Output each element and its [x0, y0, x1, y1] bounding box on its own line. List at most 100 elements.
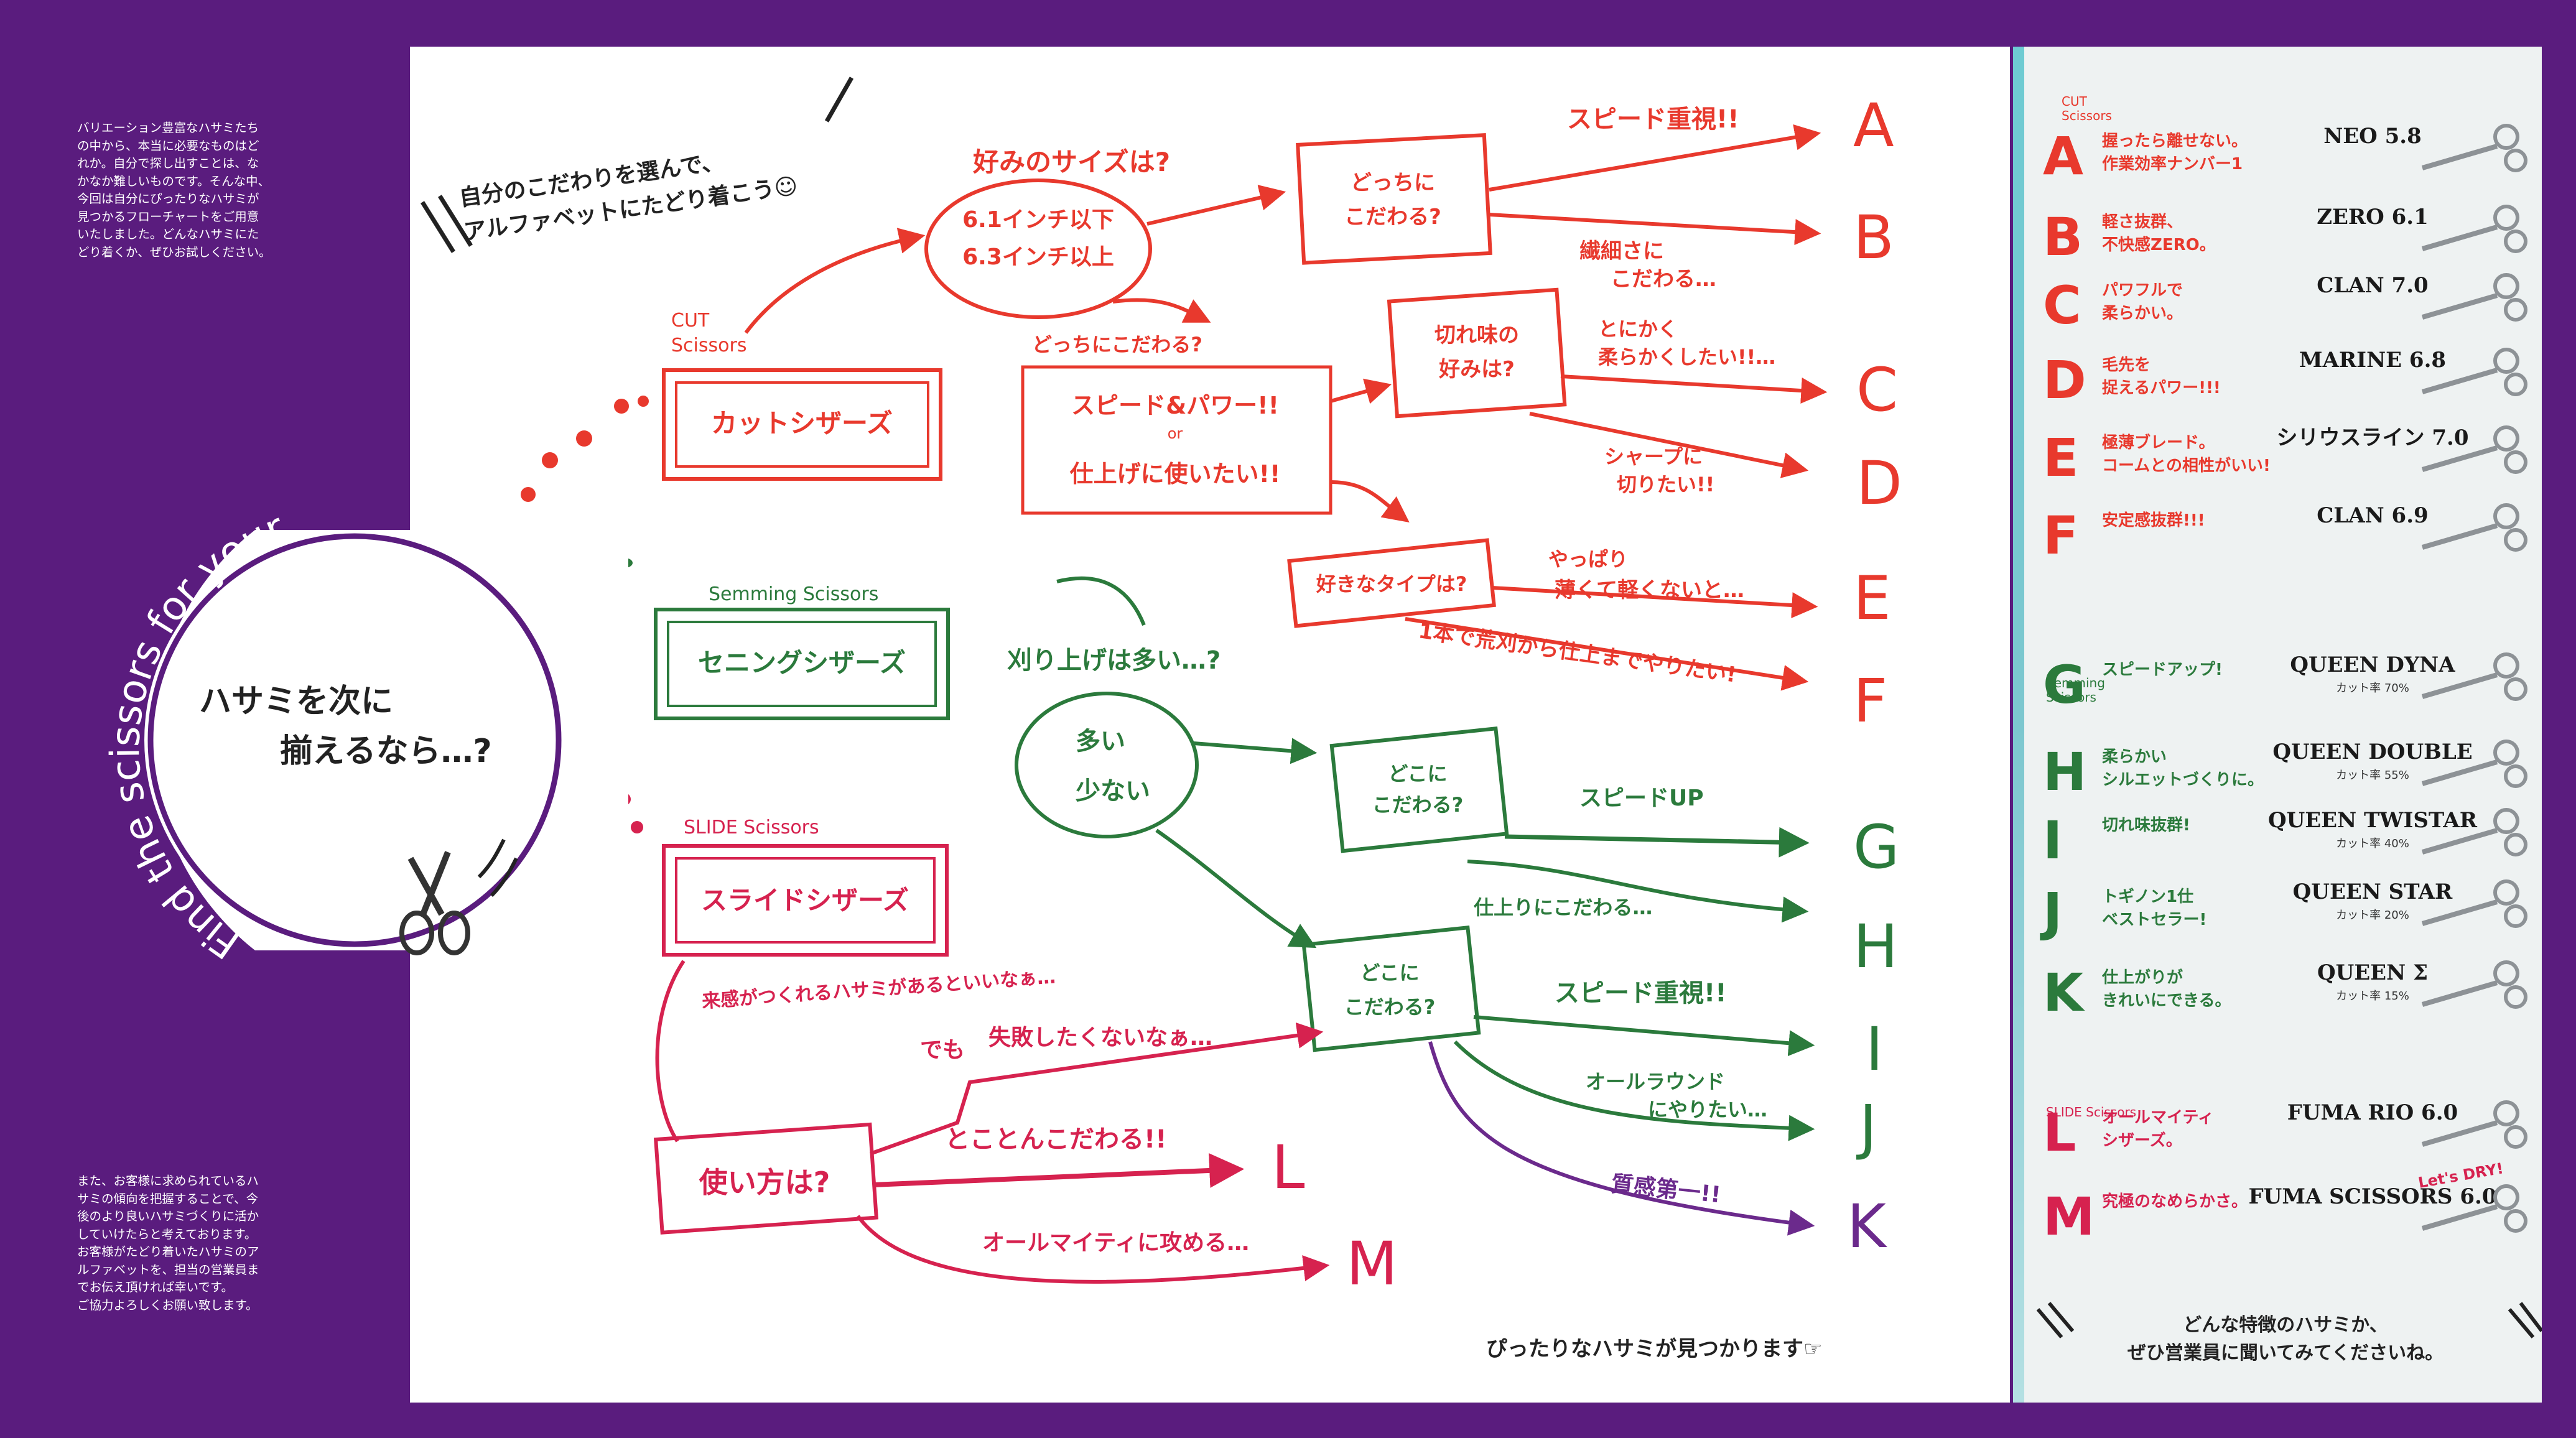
speed-power: スピード&パワー!! — [1071, 392, 1279, 419]
legend-desc: 柔らかい。 — [2102, 304, 2183, 323]
arrow — [1056, 576, 1146, 626]
scissors-icon — [2421, 273, 2527, 322]
letter-d: D — [1856, 448, 1902, 518]
arrow — [1330, 378, 1392, 404]
arrow — [1330, 480, 1410, 523]
legend-model: シリウスライン 7.0 — [2277, 425, 2469, 450]
legend-model: QUEEN Σ — [2317, 960, 2428, 985]
legend-desc: 毛先を — [2102, 356, 2151, 374]
letter-j: J — [1856, 1092, 1877, 1162]
legend-row: M 究極のなめらかさ。FUMA SCISSORS 6.0 — [2043, 1184, 2527, 1247]
scissors-icon — [2421, 960, 2527, 1009]
legend-desc: シルエットづくりに。 — [2102, 771, 2264, 789]
arrow — [856, 1215, 1330, 1284]
arrow — [655, 960, 686, 1143]
where-box-2 — [1301, 925, 1481, 1052]
deco-lines — [477, 838, 518, 898]
legend-desc: オールマイティ — [2102, 1108, 2214, 1127]
legend-desc: きれいにできる。 — [2102, 991, 2231, 1010]
dot — [576, 430, 592, 447]
arrow — [1560, 374, 1828, 404]
legend-panel: CUT Scissors Semming Scissors SLIDE Scis… — [2024, 47, 2542, 1403]
footer-message: ぴったりなハサミが見つかります☞ — [1486, 1337, 1822, 1361]
answer-allround-2: にやりたい… — [1648, 1098, 1767, 1121]
legend-desc: 握ったら離せない。 — [2102, 131, 2248, 151]
legend-desc: 捉えるパワー!!! — [2102, 379, 2221, 397]
cut-scissors-box — [662, 368, 942, 481]
circle-title-line-1: ハサミを次に — [199, 683, 393, 720]
arrow — [873, 1153, 1245, 1188]
legend-desc: 究極のなめらかさ。 — [2102, 1192, 2248, 1211]
answer-but: でも — [920, 1037, 965, 1063]
answer-no-fail: 失敗したくないなぁ… — [988, 1025, 1212, 1051]
scissors-icon — [2421, 808, 2527, 856]
slide-scissors-box-inner — [675, 857, 936, 944]
semming-label-en: Semming Scissors — [709, 583, 878, 605]
dot — [614, 399, 629, 414]
arrow — [1492, 586, 1818, 619]
letter-m: M — [1346, 1229, 1398, 1299]
letter-g: G — [1853, 812, 1899, 882]
legend-desc: シザーズ。 — [2102, 1131, 2182, 1150]
legend-letter: M — [2043, 1186, 2095, 1247]
amount-few: 少ない — [1076, 777, 1150, 805]
legend-model: FUMA SCISSORS 6.0 — [2249, 1184, 2497, 1209]
cut-scissors-label: カットシザーズ — [711, 408, 893, 438]
letter-k: K — [1847, 1192, 1887, 1261]
circle-body — [144, 530, 565, 950]
deco-slash — [2036, 1302, 2075, 1338]
semming-scissors-label: セニングシザーズ — [698, 647, 906, 678]
legend-rate: カット率 40% — [2336, 837, 2409, 850]
arrow — [1453, 1040, 1815, 1141]
dot — [638, 396, 649, 407]
slide-scissors-label: スライドシザーズ — [701, 885, 909, 916]
legend-rate: カット率 20% — [2336, 909, 2409, 922]
arrow — [1193, 738, 1318, 764]
legend-model: CLAN 6.9 — [2317, 503, 2428, 528]
size-option-63: 6.3インチ以上 — [962, 244, 1114, 270]
sharpness-box — [1387, 287, 1567, 419]
flowchart-panel: 自分のこだわりを選んで、 アルファベットにたどり着こう☺ CUT Scissor… — [410, 47, 2010, 1403]
answer-thorough: とことんこだわる!! — [945, 1125, 1166, 1154]
scissors-icon — [2421, 124, 2527, 172]
answer-soft-1: とにかく — [1598, 317, 1678, 341]
scissors-icon — [2421, 503, 2527, 552]
flowchart-canvas: 自分のこだわりを選んで、 アルファベットにたどり着こう☺ CUT Scissor… — [421, 77, 1902, 1361]
where-1-line-1: どこに — [1388, 762, 1447, 786]
legend-letter: A — [2043, 126, 2083, 187]
arrow — [869, 1022, 1324, 1156]
legend-letter: H — [2043, 741, 2086, 802]
legend-semming-header: Semming — [2046, 675, 2105, 690]
legend-desc: スピードアップ! — [2102, 661, 2223, 679]
legend-model: QUEEN STAR — [2293, 879, 2453, 904]
cut-label-en: CUT — [671, 310, 710, 332]
arrow — [1405, 617, 1809, 691]
intro-paragraph: バリエーション豊富なハサミたち の中から、本当に必要なものはど れか。自分で探し… — [77, 121, 271, 259]
legend-desc: 切れ味抜群! — [2102, 816, 2190, 835]
legend-model: MARINE 6.8 — [2299, 348, 2446, 373]
deco-slash — [824, 77, 854, 123]
scissors-icon — [2421, 879, 2527, 928]
answer-thin-1: やっぱり — [1548, 547, 1628, 571]
where-2-line-1: どこに — [1360, 961, 1419, 985]
or-label: or — [1168, 425, 1183, 442]
legend-letter: E — [2043, 427, 2078, 488]
answer-allmighty: オールマイティに攻める… — [982, 1230, 1249, 1256]
where-1-line-2: こだわる? — [1372, 793, 1464, 817]
size-question: 好みのサイズは? — [972, 147, 1170, 177]
arrow — [1467, 860, 1809, 923]
answer-delicate-1: 繊細さに — [1579, 239, 1664, 264]
legend-letter: G — [2043, 654, 2086, 715]
use-question: 使い方は? — [699, 1166, 830, 1199]
legend-desc: パワフルで — [2102, 281, 2183, 300]
legend-letter: F — [2043, 505, 2078, 566]
legend-desc: ベストセラー! — [2102, 911, 2206, 929]
answer-speedup: スピードUP — [1579, 786, 1704, 811]
which-2-label: どっちにこだわる? — [1032, 333, 1202, 356]
